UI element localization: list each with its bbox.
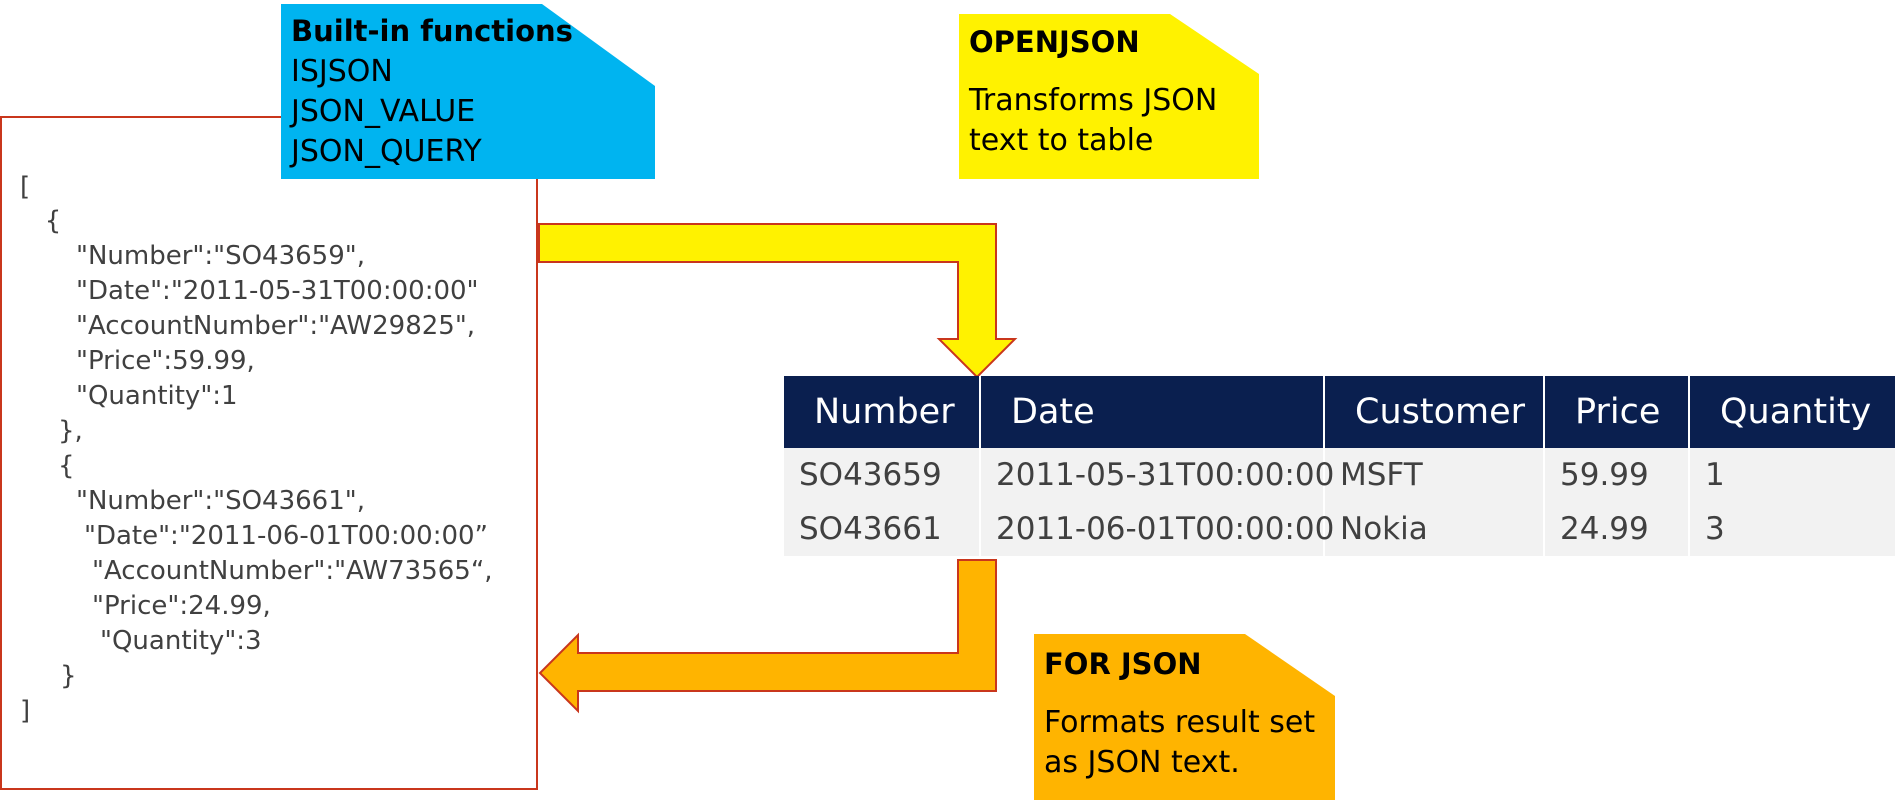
json-line: "Price":59.99, xyxy=(76,346,255,376)
cell-customer: Nokia xyxy=(1325,502,1545,556)
forjson-title: FOR JSON xyxy=(1044,647,1202,681)
json-line: }, xyxy=(58,416,83,446)
json-line: { xyxy=(20,206,62,236)
forjson-callout: FOR JSON Formats result set as JSON text… xyxy=(1034,634,1335,800)
cell-quantity: 1 xyxy=(1705,457,1725,493)
json-text-panel: [ { "Number":"SO43659", "Date":"2011-05-… xyxy=(0,116,538,790)
cell-number: SO43661 xyxy=(784,502,981,556)
cell-customer: MSFT xyxy=(1325,448,1545,502)
forjson-description-line: as JSON text. xyxy=(1044,745,1240,780)
json-line: "Date":"2011-05-31T00:00:00" xyxy=(76,276,479,306)
openjson-description-line: Transforms JSON xyxy=(969,83,1218,118)
cell-price: 24.99 xyxy=(1545,502,1690,556)
function-isjson: ISJSON xyxy=(291,54,393,89)
json-line: } xyxy=(60,661,77,691)
column-header-date: Date xyxy=(981,376,1325,448)
cell-price: 59.99 xyxy=(1545,448,1690,502)
json-line: "Quantity":3 xyxy=(100,626,262,656)
json-line: "Number":"SO43661", xyxy=(76,486,365,516)
column-header-customer: Customer xyxy=(1325,376,1545,448)
column-header-quantity: Quantity xyxy=(1720,392,1872,432)
json-line: ] xyxy=(20,696,31,726)
json-line: "Price":24.99, xyxy=(92,591,271,621)
builtin-functions-title: Built-in functions xyxy=(291,14,573,48)
table-header-row: Number Date Customer Price Quantity xyxy=(784,376,1895,448)
table-row: SO43659 2011-05-31T00:00:00 MSFT 59.99 1 xyxy=(784,448,1895,502)
json-line: "Quantity":1 xyxy=(76,381,238,411)
json-line: "AccountNumber":"AW73565“, xyxy=(92,556,493,586)
cell-date: 2011-06-01T00:00:00 xyxy=(981,502,1334,556)
column-header-number: Number xyxy=(784,376,981,448)
openjson-arrow xyxy=(538,223,1018,379)
json-line: "Date":"2011-06-01T00:00:00” xyxy=(84,521,489,551)
json-line: { xyxy=(58,451,75,481)
table-row: SO43661 2011-06-01T00:00:00 Nokia 24.99 … xyxy=(784,502,1895,556)
json-line: [ xyxy=(20,172,31,202)
json-line: "Number":"SO43659", xyxy=(76,241,365,271)
cell-quantity: 3 xyxy=(1705,511,1725,547)
function-json-value: JSON_VALUE xyxy=(291,94,476,129)
openjson-title: OPENJSON xyxy=(969,25,1140,59)
openjson-description-line: text to table xyxy=(969,123,1154,158)
cell-date: 2011-05-31T00:00:00 xyxy=(981,448,1334,502)
function-json-query: JSON_QUERY xyxy=(291,134,482,169)
column-header-price: Price xyxy=(1545,376,1690,448)
cell-number: SO43659 xyxy=(784,448,981,502)
forjson-arrow xyxy=(538,559,997,714)
openjson-callout: OPENJSON Transforms JSON text to table xyxy=(959,14,1259,179)
forjson-description-line: Formats result set xyxy=(1044,705,1316,740)
json-line: "AccountNumber":"AW29825", xyxy=(76,311,476,341)
